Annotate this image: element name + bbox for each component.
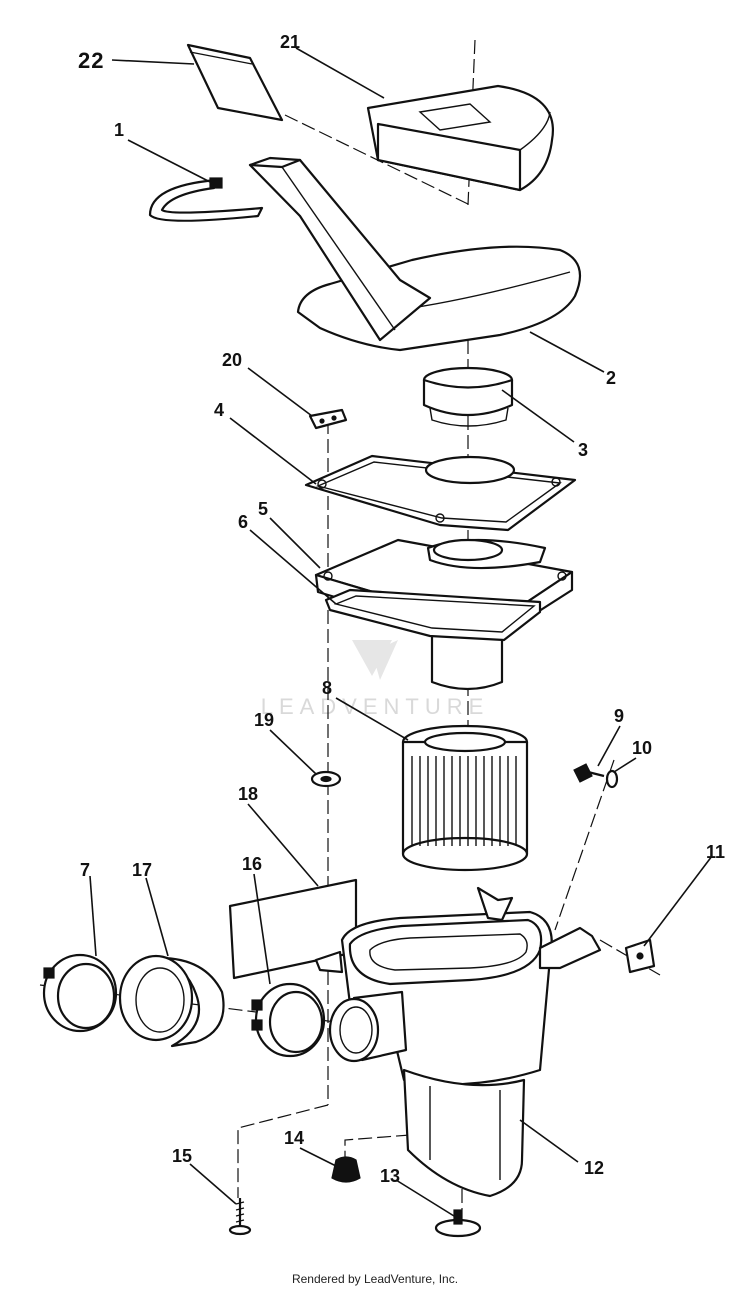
footer-credit: Rendered by LeadVenture, Inc. [291, 1272, 459, 1286]
foam-cover-21 [366, 84, 554, 192]
label-15: 15 [172, 1146, 192, 1166]
intake-duct-2 [248, 156, 582, 352]
gasket-plate-4 [304, 454, 577, 532]
clip-nut-20 [308, 408, 348, 430]
label-6: 6 [238, 512, 248, 532]
label-3: 3 [578, 440, 588, 460]
label-11: 11 [706, 842, 725, 862]
label-14: 14 [284, 1128, 304, 1148]
clip-11 [624, 938, 656, 974]
air-cleaner-body-12 [314, 886, 602, 1198]
label-22: 22 [78, 48, 104, 73]
watermark-text: LEADVENTURE [261, 694, 490, 719]
cap-14 [331, 1156, 361, 1183]
label-13: 13 [380, 1166, 400, 1186]
label-5: 5 [258, 499, 268, 519]
outlet-tube [328, 990, 408, 1063]
label-12: 12 [584, 1158, 604, 1178]
screw-15 [228, 1198, 252, 1236]
label-16: 16 [242, 854, 262, 874]
label-17: 17 [132, 860, 152, 880]
valve-13 [434, 1209, 482, 1238]
washer-19 [310, 770, 342, 788]
bolt-9 [573, 763, 605, 783]
gasket-6 [324, 588, 542, 642]
watermark: LEADVENTURE [261, 640, 490, 719]
label-1: 1 [114, 120, 124, 140]
leader-lines [89, 47, 713, 1217]
label-19: 19 [254, 710, 274, 730]
clamp-16 [251, 982, 326, 1058]
label-4: 4 [214, 400, 224, 420]
label-9: 9 [614, 706, 624, 726]
label-2: 2 [606, 368, 616, 388]
filter-element-8 [401, 724, 529, 872]
label-18: 18 [238, 784, 258, 804]
hose-clamp-1 [148, 177, 264, 222]
clamp-7 [42, 953, 118, 1033]
hose-adapter-17 [118, 954, 225, 1048]
pad-22 [186, 43, 284, 122]
collar-3 [422, 366, 514, 427]
label-8: 8 [322, 678, 332, 698]
label-21: 21 [280, 32, 300, 52]
label-7: 7 [80, 860, 90, 880]
label-20: 20 [222, 350, 242, 370]
part-labels: 22 21 1 2 20 3 4 5 6 8 19 9 10 18 7 17 1… [78, 32, 725, 1186]
label-10: 10 [632, 738, 652, 758]
washer-10 [605, 769, 619, 789]
